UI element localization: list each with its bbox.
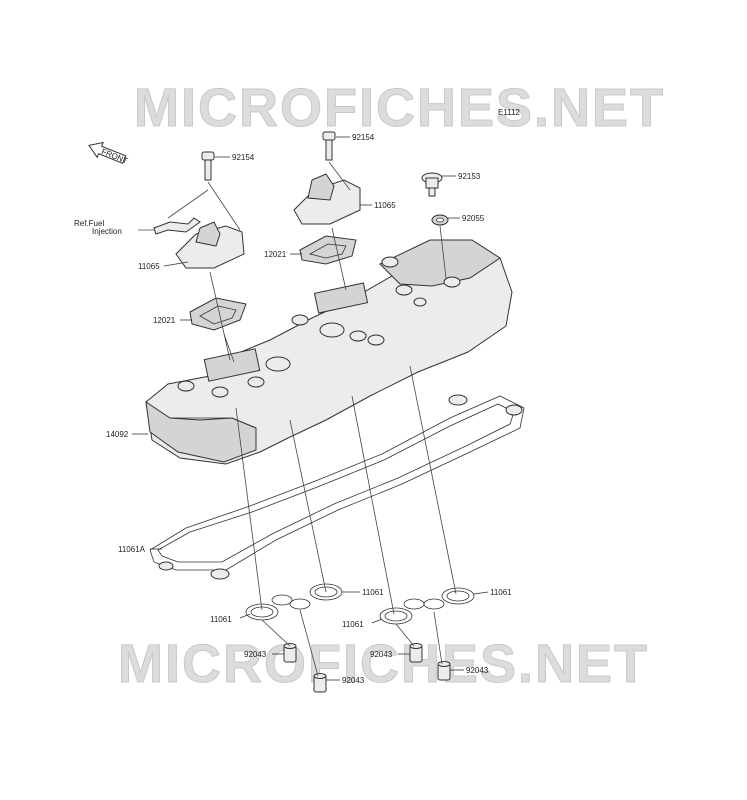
callout-gasket-d: 11061: [490, 588, 512, 597]
small-gasket-a: [245, 594, 311, 621]
front-arrow-icon: FRONT: [88, 141, 129, 166]
cover-gasket: [149, 394, 525, 580]
ref-note-line1: Ref.Fuel: [74, 219, 104, 228]
callout-plate-left: 12021: [153, 316, 176, 325]
seal-bolt: [421, 172, 443, 197]
washer: [431, 214, 449, 226]
assembly-lines: [167, 161, 457, 677]
bolt-left: [201, 151, 215, 181]
callout-gasket-c: 11061: [342, 620, 364, 629]
callout-bolt-left: 92154: [232, 153, 255, 162]
callout-washer: 92055: [462, 214, 485, 223]
breather-cover-left: [175, 221, 245, 269]
fuel-bracket: [153, 217, 201, 235]
callout-leaders: [132, 136, 489, 681]
dowel-b: [313, 673, 327, 693]
watermark-top: MICROFICHES.NET: [134, 78, 665, 138]
front-label: FRONT: [100, 147, 129, 166]
callout-gasket-b: 11061: [210, 615, 232, 624]
bolt-right: [322, 131, 336, 161]
dowel-c: [409, 643, 423, 663]
cylinder-head-cover: [145, 239, 513, 465]
callout-seal-bolt: 92153: [458, 172, 481, 181]
callout-breather-left: 11065: [138, 262, 160, 271]
plate-left: [189, 297, 247, 331]
callout-dowel-a: 92043: [244, 650, 267, 659]
callout-dowel-c: 92043: [370, 650, 393, 659]
callout-cover-gasket: 11061A: [118, 545, 146, 554]
callout-cover: 14092: [106, 430, 129, 439]
dowel-a: [283, 643, 297, 663]
ref-note-line2: Injection: [92, 227, 122, 236]
callout-gasket-a: 11061: [362, 588, 384, 597]
plate-right: [299, 235, 357, 265]
callout-plate-right: 12021: [264, 250, 287, 259]
callout-labels: 92154 92154 92153 92055 11065 11065 1202…: [106, 133, 512, 685]
watermark-bottom: MICROFICHES.NET: [118, 634, 649, 694]
callout-breather-right: 11065: [374, 201, 396, 210]
small-gasket-c: [379, 598, 445, 625]
dowel-d: [437, 661, 451, 681]
diagram-code: E1112: [498, 108, 520, 117]
small-gasket-d: [441, 587, 475, 605]
breather-cover-right: [293, 173, 361, 225]
callout-dowel-b: 92043: [342, 676, 365, 685]
callout-bolt-right: 92154: [352, 133, 375, 142]
callout-dowel-d: 92043: [466, 666, 489, 675]
